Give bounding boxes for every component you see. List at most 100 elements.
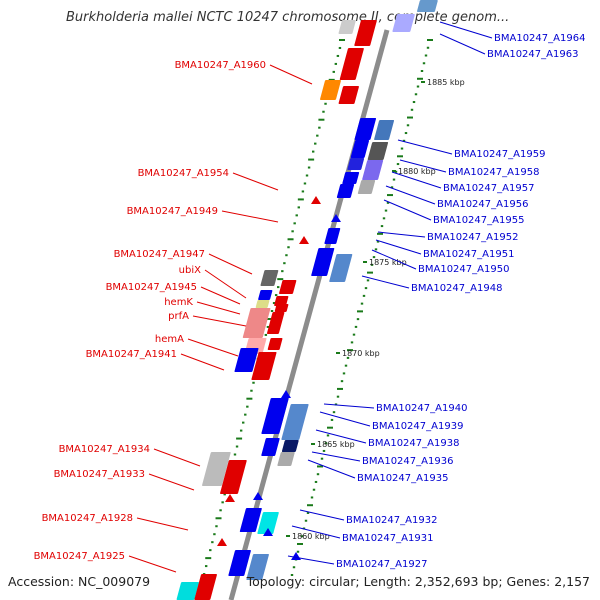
right-leader-line	[299, 509, 345, 521]
gene-block[interactable]	[357, 180, 376, 194]
gene-label-right[interactable]: BMA10247_A1948	[411, 283, 502, 294]
left-leader-line	[153, 448, 201, 467]
gene-label-left[interactable]: BMA10247_A1941	[86, 349, 177, 360]
gene-label-left[interactable]: BMA10247_A1945	[106, 282, 197, 293]
right-leader-line	[439, 33, 486, 55]
gene-block[interactable]	[329, 254, 353, 282]
gene-block[interactable]	[417, 0, 438, 12]
gene-arrow[interactable]	[331, 214, 341, 222]
topology-text: Topology: circular; Length: 2,352,693 bp…	[246, 574, 590, 589]
gene-label-right[interactable]: BMA10247_A1935	[357, 473, 448, 484]
gene-label-right[interactable]: BMA10247_A1927	[336, 559, 427, 570]
gene-label-right[interactable]: BMA10247_A1936	[362, 456, 453, 467]
gene-label-right[interactable]: BMA10247_A1950	[418, 264, 509, 275]
gene-block[interactable]	[257, 512, 279, 534]
gene-block[interactable]	[274, 304, 289, 312]
gene-block[interactable]	[274, 296, 289, 306]
accession-text: Accession: NC_009079	[8, 574, 151, 589]
gene-block[interactable]	[392, 14, 415, 32]
gene-block[interactable]	[338, 86, 359, 104]
kbp-label: 1885 kbp	[427, 78, 465, 87]
gene-block[interactable]	[242, 308, 271, 338]
gene-arrow[interactable]	[217, 538, 227, 546]
gene-block[interactable]	[339, 48, 365, 80]
gene-label-right[interactable]: BMA10247_A1957	[443, 183, 534, 194]
gene-block[interactable]	[281, 440, 299, 452]
gene-block[interactable]	[260, 270, 279, 286]
gene-block[interactable]	[255, 300, 270, 308]
gene-arrow[interactable]	[225, 494, 235, 502]
left-leader-line	[232, 172, 279, 191]
gene-block[interactable]	[338, 20, 356, 34]
gene-label-left[interactable]: BMA10247_A1960	[175, 60, 266, 71]
gene-block[interactable]	[324, 228, 341, 244]
gene-label-left[interactable]: ubiX	[179, 265, 201, 276]
gene-block[interactable]	[194, 574, 217, 600]
gene-block[interactable]	[220, 460, 247, 494]
gene-block[interactable]	[320, 80, 341, 100]
gene-label-left[interactable]: BMA10247_A1933	[54, 469, 145, 480]
gene-arrow[interactable]	[299, 236, 309, 244]
gene-arrow[interactable]	[263, 528, 273, 536]
gene-arrow[interactable]	[253, 492, 263, 500]
left-leader-line	[196, 301, 241, 315]
gene-block[interactable]	[279, 280, 297, 294]
gene-label-right[interactable]: BMA10247_A1939	[372, 421, 463, 432]
gene-block[interactable]	[354, 20, 377, 46]
gene-label-left[interactable]: BMA10247_A1928	[42, 513, 133, 524]
right-leader-line	[399, 159, 447, 173]
right-leader-line	[385, 185, 436, 205]
right-leader-line	[371, 249, 417, 270]
gene-label-left[interactable]: BMA10247_A1925	[34, 551, 125, 562]
gene-block[interactable]	[228, 550, 251, 576]
gene-block[interactable]	[367, 142, 389, 160]
gene-label-right[interactable]: BMA10247_A1956	[437, 199, 528, 210]
gene-block[interactable]	[239, 508, 262, 532]
gene-arrow[interactable]	[311, 196, 321, 204]
gene-label-right[interactable]: BMA10247_A1932	[346, 515, 437, 526]
gene-block[interactable]	[261, 398, 289, 434]
gene-label-right[interactable]: BMA10247_A1940	[376, 403, 467, 414]
gene-block[interactable]	[350, 140, 370, 158]
gene-block[interactable]	[362, 160, 384, 180]
gene-block[interactable]	[176, 582, 199, 600]
gene-arrow[interactable]	[281, 390, 291, 398]
gene-block[interactable]	[261, 438, 280, 456]
gene-arrow[interactable]	[291, 552, 301, 560]
gene-block[interactable]	[202, 452, 231, 486]
gene-label-left[interactable]: BMA10247_A1954	[138, 168, 229, 179]
gene-block[interactable]	[258, 290, 273, 300]
kbp-label: 1880 kbp	[398, 167, 436, 176]
gene-block[interactable]	[347, 158, 365, 170]
gene-label-left[interactable]: hemK	[164, 297, 193, 308]
gene-label-left[interactable]: hemA	[155, 334, 184, 345]
gene-block[interactable]	[354, 118, 377, 140]
right-leader-line	[307, 459, 356, 479]
gene-block[interactable]	[311, 248, 335, 276]
gene-label-right[interactable]: BMA10247_A1938	[368, 438, 459, 449]
gene-block[interactable]	[342, 172, 360, 184]
gene-block[interactable]	[266, 312, 285, 334]
gene-label-left[interactable]: BMA10247_A1934	[59, 444, 150, 455]
gene-block[interactable]	[234, 348, 259, 372]
gene-label-right[interactable]: BMA10247_A1964	[494, 33, 585, 44]
gene-label-right[interactable]: BMA10247_A1931	[342, 533, 433, 544]
gene-block[interactable]	[251, 352, 277, 380]
gene-label-right[interactable]: BMA10247_A1952	[427, 232, 518, 243]
gene-block[interactable]	[277, 452, 295, 466]
gene-block[interactable]	[374, 120, 395, 140]
gene-block[interactable]	[267, 338, 283, 350]
gene-label-left[interactable]: BMA10247_A1947	[114, 249, 205, 260]
gene-label-right[interactable]: BMA10247_A1959	[454, 149, 545, 160]
gene-label-right[interactable]: BMA10247_A1951	[423, 249, 514, 260]
gene-label-right[interactable]: BMA10247_A1958	[448, 167, 539, 178]
gene-block[interactable]	[336, 184, 355, 198]
gene-block[interactable]	[246, 554, 269, 580]
gene-block[interactable]	[281, 404, 309, 440]
gene-label-right[interactable]: BMA10247_A1963	[487, 49, 578, 60]
gene-label-right[interactable]: BMA10247_A1955	[433, 215, 524, 226]
gene-label-left[interactable]: prfA	[168, 311, 189, 322]
gene-label-left[interactable]: BMA10247_A1949	[127, 206, 218, 217]
